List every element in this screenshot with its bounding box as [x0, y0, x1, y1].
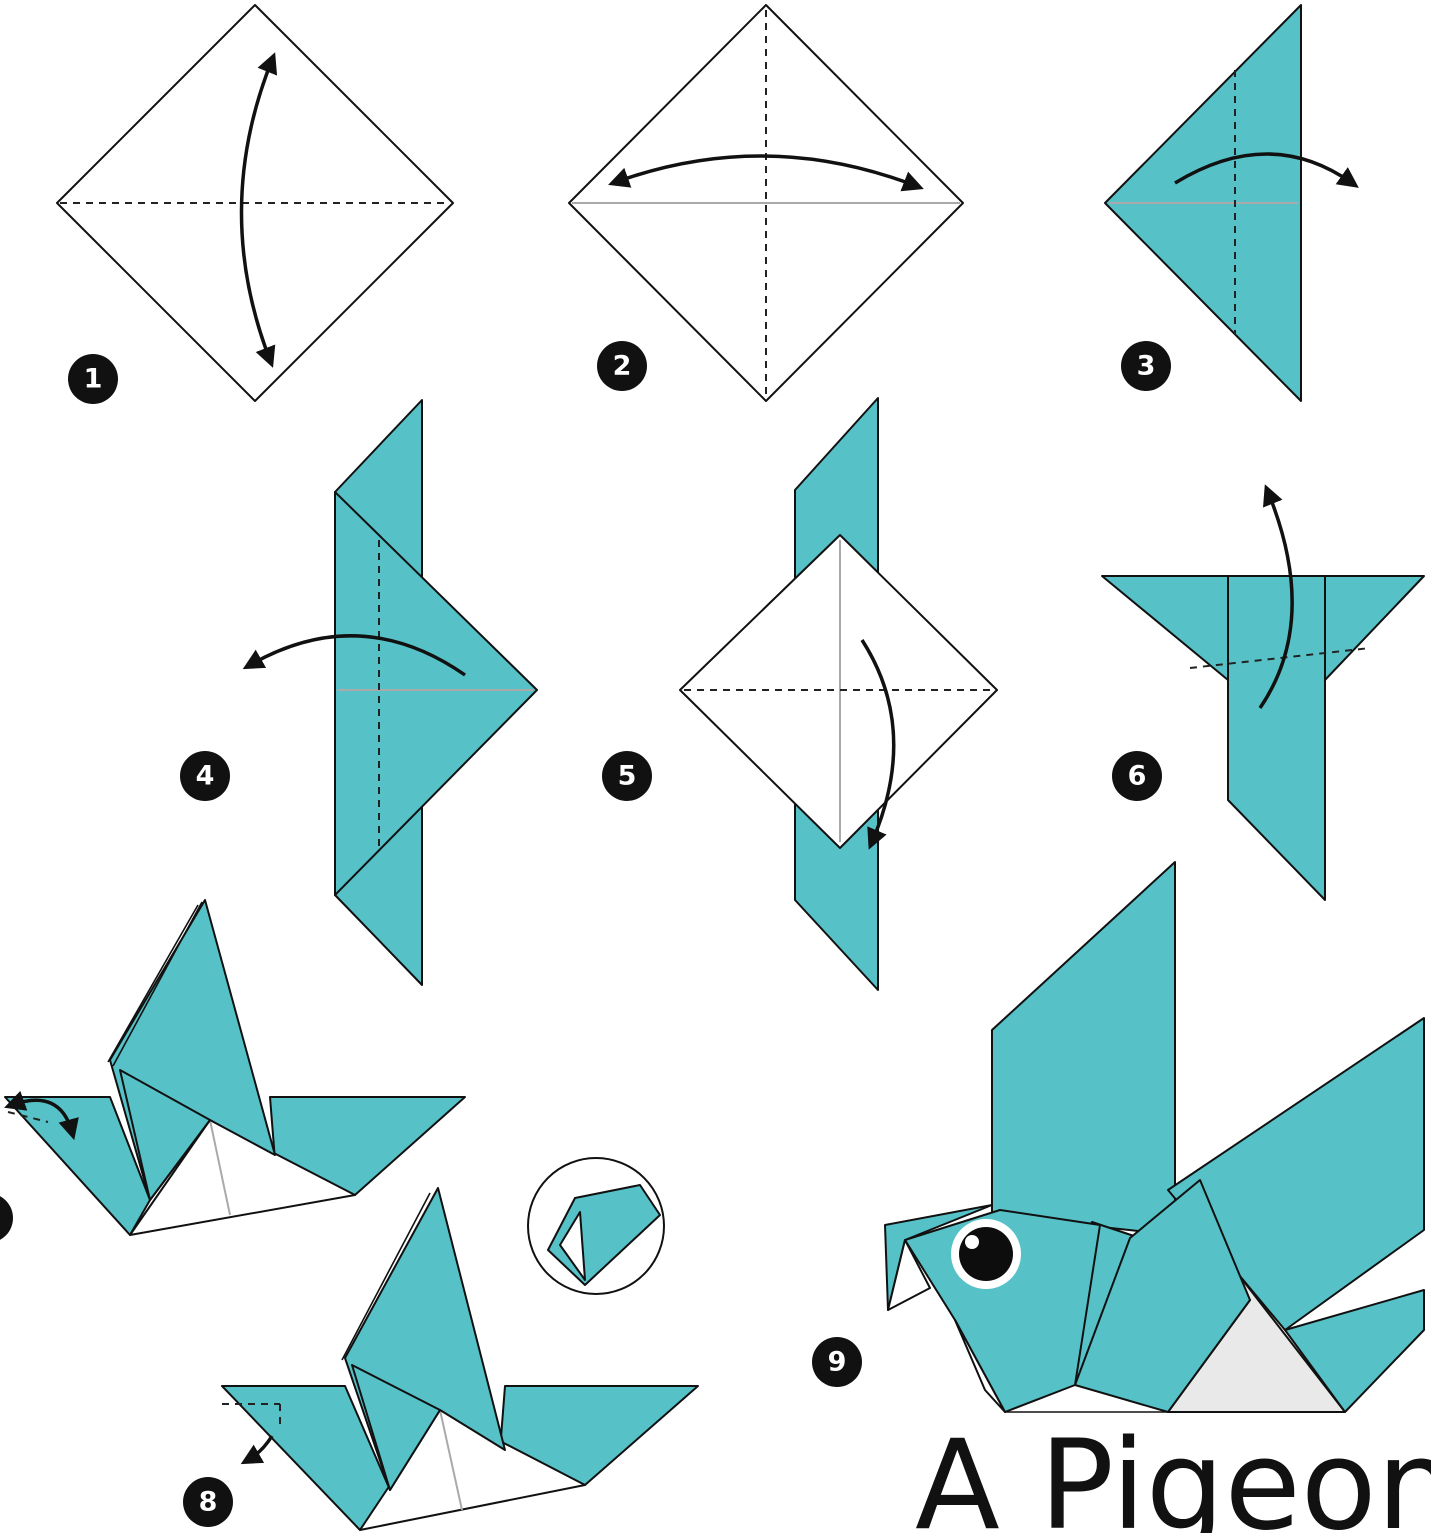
step-8-number: 8: [199, 1487, 218, 1518]
step-4: 4: [180, 400, 537, 985]
step-8: 8: [183, 1158, 698, 1530]
diagram-title: A Pigeon: [915, 1414, 1431, 1533]
step-5-white-square: [680, 535, 997, 848]
step-9-eye-highlight: [965, 1235, 979, 1249]
step-9: 9: [812, 862, 1424, 1412]
step-2-number: 2: [613, 351, 632, 382]
step-9-eye-pupil: [959, 1227, 1013, 1281]
step-9-raised-wing: [992, 862, 1175, 1235]
step-8-fold-arrow: [248, 1436, 272, 1460]
step-1: 1: [57, 5, 453, 404]
step-4-front-flap: [335, 492, 537, 895]
step-7-number-badge: [0, 1193, 13, 1243]
step-6: 6: [1102, 492, 1424, 900]
step-5: 5: [602, 398, 997, 990]
step-4-number: 4: [196, 761, 215, 792]
step-6-tail-strip: [1228, 576, 1325, 900]
step-1-number: 1: [84, 364, 103, 395]
step-3-number: 3: [1137, 351, 1156, 382]
step-5-number: 5: [618, 761, 637, 792]
step-6-number: 6: [1128, 761, 1147, 792]
step-9-number: 9: [828, 1347, 847, 1378]
step-3: 3: [1105, 5, 1352, 401]
step-2: 2: [569, 5, 963, 401]
